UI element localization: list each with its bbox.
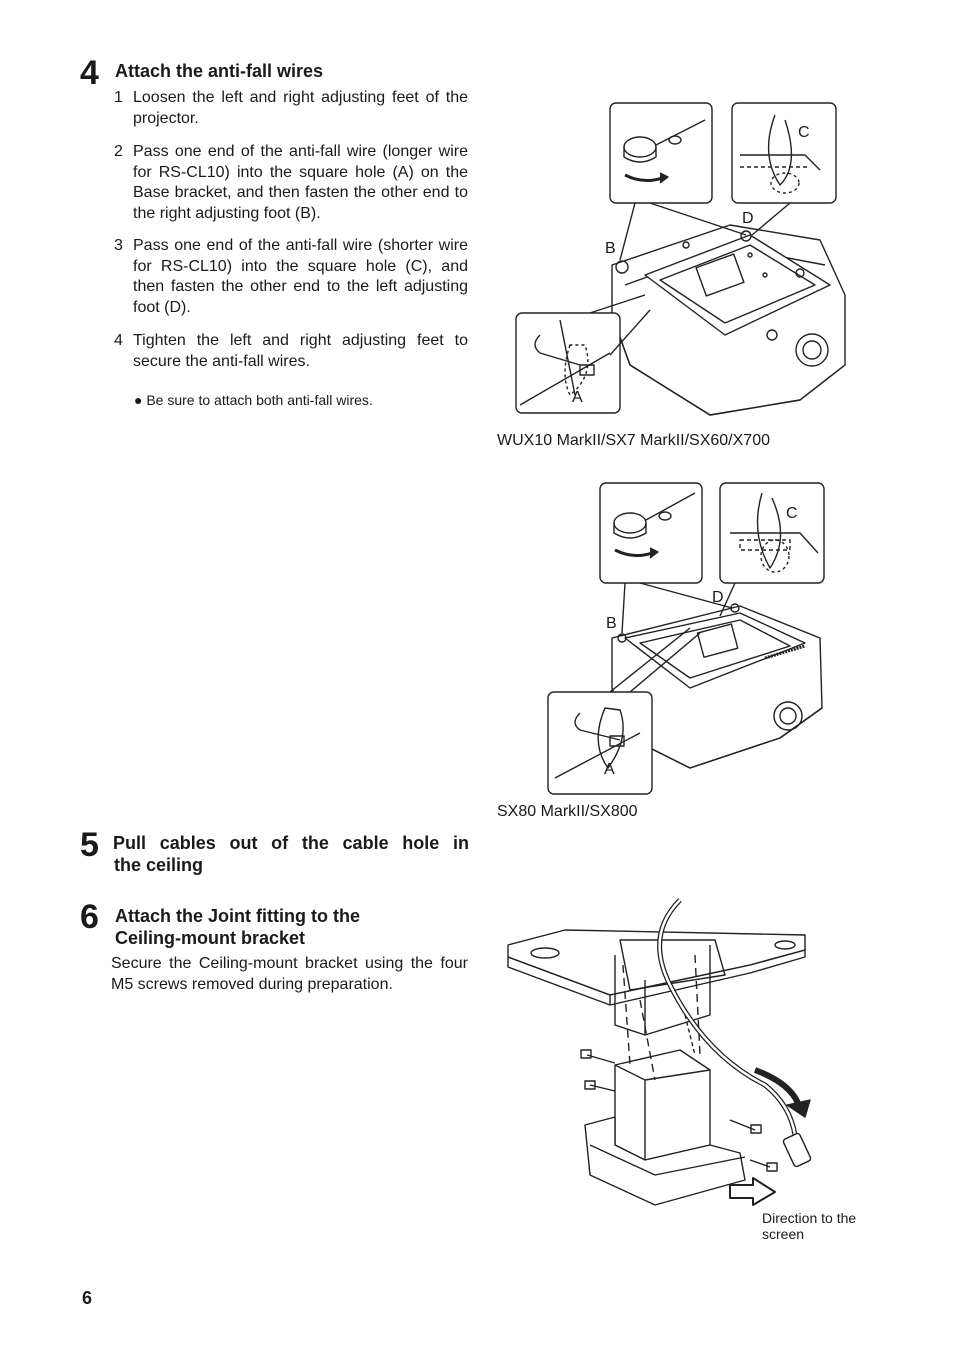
figure-2-caption: SX80 MarkII/SX800: [497, 803, 638, 820]
figure-3-caption-line-1: Direction to the: [762, 1210, 857, 1226]
item-number: 2: [114, 143, 123, 160]
item-text: Pass one end of the anti-fall wire (shor…: [133, 237, 468, 316]
figure-3-illustration: [507, 898, 812, 1206]
item-text: Loosen the left and right adjusting feet…: [133, 89, 468, 127]
step-5-heading-line-2: the ceiling: [114, 855, 204, 875]
step-6-number: 6: [80, 898, 99, 936]
figure-1-label-d: D: [742, 210, 754, 227]
figure-2-label-d: D: [712, 589, 724, 606]
figure-2-label-a: A: [604, 761, 615, 778]
step-4-note: ● Be sure to attach both anti-fall wires…: [134, 392, 373, 408]
item-number: 4: [114, 332, 123, 349]
figure-1-illustration: C D B A: [515, 102, 846, 416]
step-4-item-3: 3 Pass one end of the anti-fall wire (sh…: [114, 236, 468, 318]
item-number: 1: [114, 89, 123, 106]
figure-1-label-b: B: [605, 240, 616, 257]
figure-1-caption: WUX10 MarkII/SX7 MarkII/SX60/X700: [497, 432, 770, 449]
item-number: 3: [114, 237, 123, 254]
step-4-item-4: 4 Tighten the left and right adjusting f…: [114, 331, 468, 372]
step-5-number: 5: [80, 826, 99, 864]
step-5-heading-line-1: Pull cables out of the cable hole in: [113, 833, 469, 853]
step-4-heading: Attach the anti-fall wires: [115, 61, 324, 81]
item-text: Tighten the left and right adjusting fee…: [133, 332, 468, 370]
page-number: 6: [82, 1288, 93, 1308]
figure-1-label-c: C: [798, 124, 810, 141]
step-4-item-2: 2 Pass one end of the anti-fall wire (lo…: [114, 142, 468, 224]
step-4-item-1: 1 Loosen the left and right adjusting fe…: [114, 88, 468, 129]
step-4-number: 4: [80, 54, 99, 92]
figure-2-label-c: C: [786, 505, 798, 522]
step-6-heading-line-2: Ceiling-mount bracket: [115, 928, 306, 948]
figure-2-illustration: C D B A: [547, 482, 825, 795]
figure-1-label-a: A: [572, 389, 583, 406]
step-6-body: Secure the Ceiling-mount bracket using t…: [111, 955, 468, 993]
item-text: Pass one end of the anti-fall wire (long…: [133, 143, 468, 222]
figure-2-label-b: B: [606, 615, 617, 632]
step-6-heading-line-1: Attach the Joint fitting to the: [115, 906, 360, 926]
figure-3-caption-line-2: screen: [762, 1226, 805, 1242]
